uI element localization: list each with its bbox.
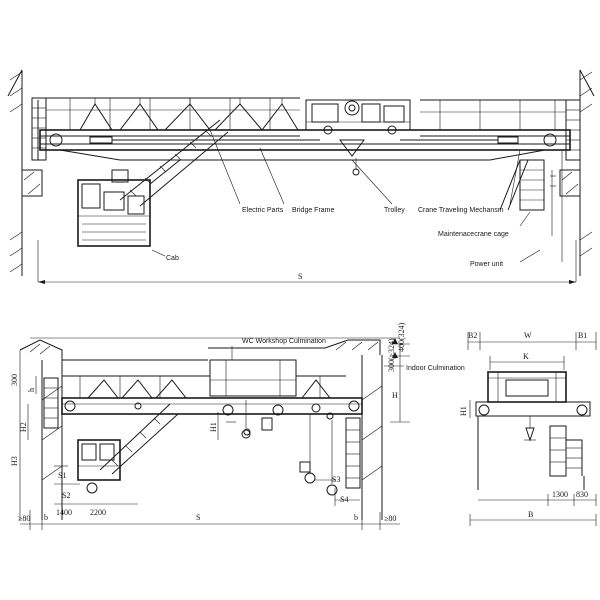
dim-s-elev: S: [196, 513, 200, 522]
span-label: S: [298, 272, 302, 281]
dim-ge80-right: ≥80: [384, 514, 396, 523]
dim-s3: S3: [332, 475, 340, 484]
dim-300-left: 300: [10, 374, 19, 386]
dim-2200: 2200: [90, 508, 106, 517]
dim-ge80-left: ≥80: [18, 514, 30, 523]
right-wall: [559, 69, 595, 282]
power-unit-label: Power unit: [470, 261, 503, 268]
railing: [46, 97, 566, 130]
dim-s4: S4: [340, 495, 348, 504]
dim-h-small: h: [27, 388, 36, 392]
leader-lines: [151, 129, 563, 263]
side-top-dims: [467, 332, 597, 370]
electric-cabinets: [79, 98, 299, 131]
dim-300-right: 300(≥324): [387, 338, 396, 372]
side-view: B2 W B1 K H1 1300 830 B: [459, 331, 597, 526]
dim-b1: B1: [578, 331, 587, 340]
dim-b2: B2: [468, 331, 477, 340]
elev-hooks: [243, 414, 338, 496]
dim-830: 830: [576, 490, 588, 499]
wc-label: WC Workshop Culmination: [242, 338, 326, 345]
span-dimension: [38, 280, 576, 284]
side-cab: [549, 425, 583, 477]
elev-girder: [61, 375, 363, 420]
dim-w: W: [524, 331, 532, 340]
electric-parts-label: Electric Parts: [242, 207, 284, 214]
elev-dimension-lines: [19, 338, 410, 530]
dim-1400: 1400: [56, 508, 72, 517]
side-columns: [469, 400, 597, 526]
dim-k: K: [523, 352, 529, 361]
dim-h1-side: H1: [459, 406, 468, 416]
bridge-frame-label: Bridge Frame: [292, 207, 335, 214]
dim-1300: 1300: [552, 490, 568, 499]
left-wall: [7, 69, 43, 282]
top-view: Electric Parts Bridge Frame Trolley Cran…: [7, 69, 595, 284]
dim-h2: H2: [19, 422, 28, 432]
side-trolley: [475, 371, 591, 442]
dim-b-right: b: [354, 513, 358, 522]
cab-stair: [111, 119, 229, 207]
left-column: [41, 360, 63, 520]
maintenance-cage: [499, 159, 556, 211]
trolley-label: Trolley: [384, 207, 405, 214]
elevation-view: WC Workshop Culmination Indoor Culminati…: [10, 322, 465, 530]
right-column: [345, 355, 383, 520]
dim-s2: S2: [62, 491, 70, 500]
dim-400: 400(324): [397, 322, 406, 352]
dim-h: H: [392, 391, 398, 400]
dim-b-left: b: [44, 513, 48, 522]
dim-h1-elev: H1: [209, 422, 218, 432]
dim-h3: H3: [10, 456, 19, 466]
dim-b: B: [528, 510, 533, 519]
indoor-label: Indoor Culmination: [406, 365, 465, 372]
elev-stair-cab: [77, 403, 179, 494]
cab-label: Cab: [166, 255, 179, 262]
bridge-girder: [39, 129, 571, 161]
left-end-ladder: [31, 97, 47, 161]
crane-traveling-label: Crane Traveling Mechansm: [418, 207, 504, 214]
cab: [77, 179, 151, 247]
maintenance-cage-label: Maintenacecrane cage: [438, 231, 509, 238]
trolley: [305, 99, 411, 176]
elev-trolley: [209, 359, 297, 439]
dim-s1: S1: [58, 471, 66, 480]
roof-line: [19, 337, 400, 361]
